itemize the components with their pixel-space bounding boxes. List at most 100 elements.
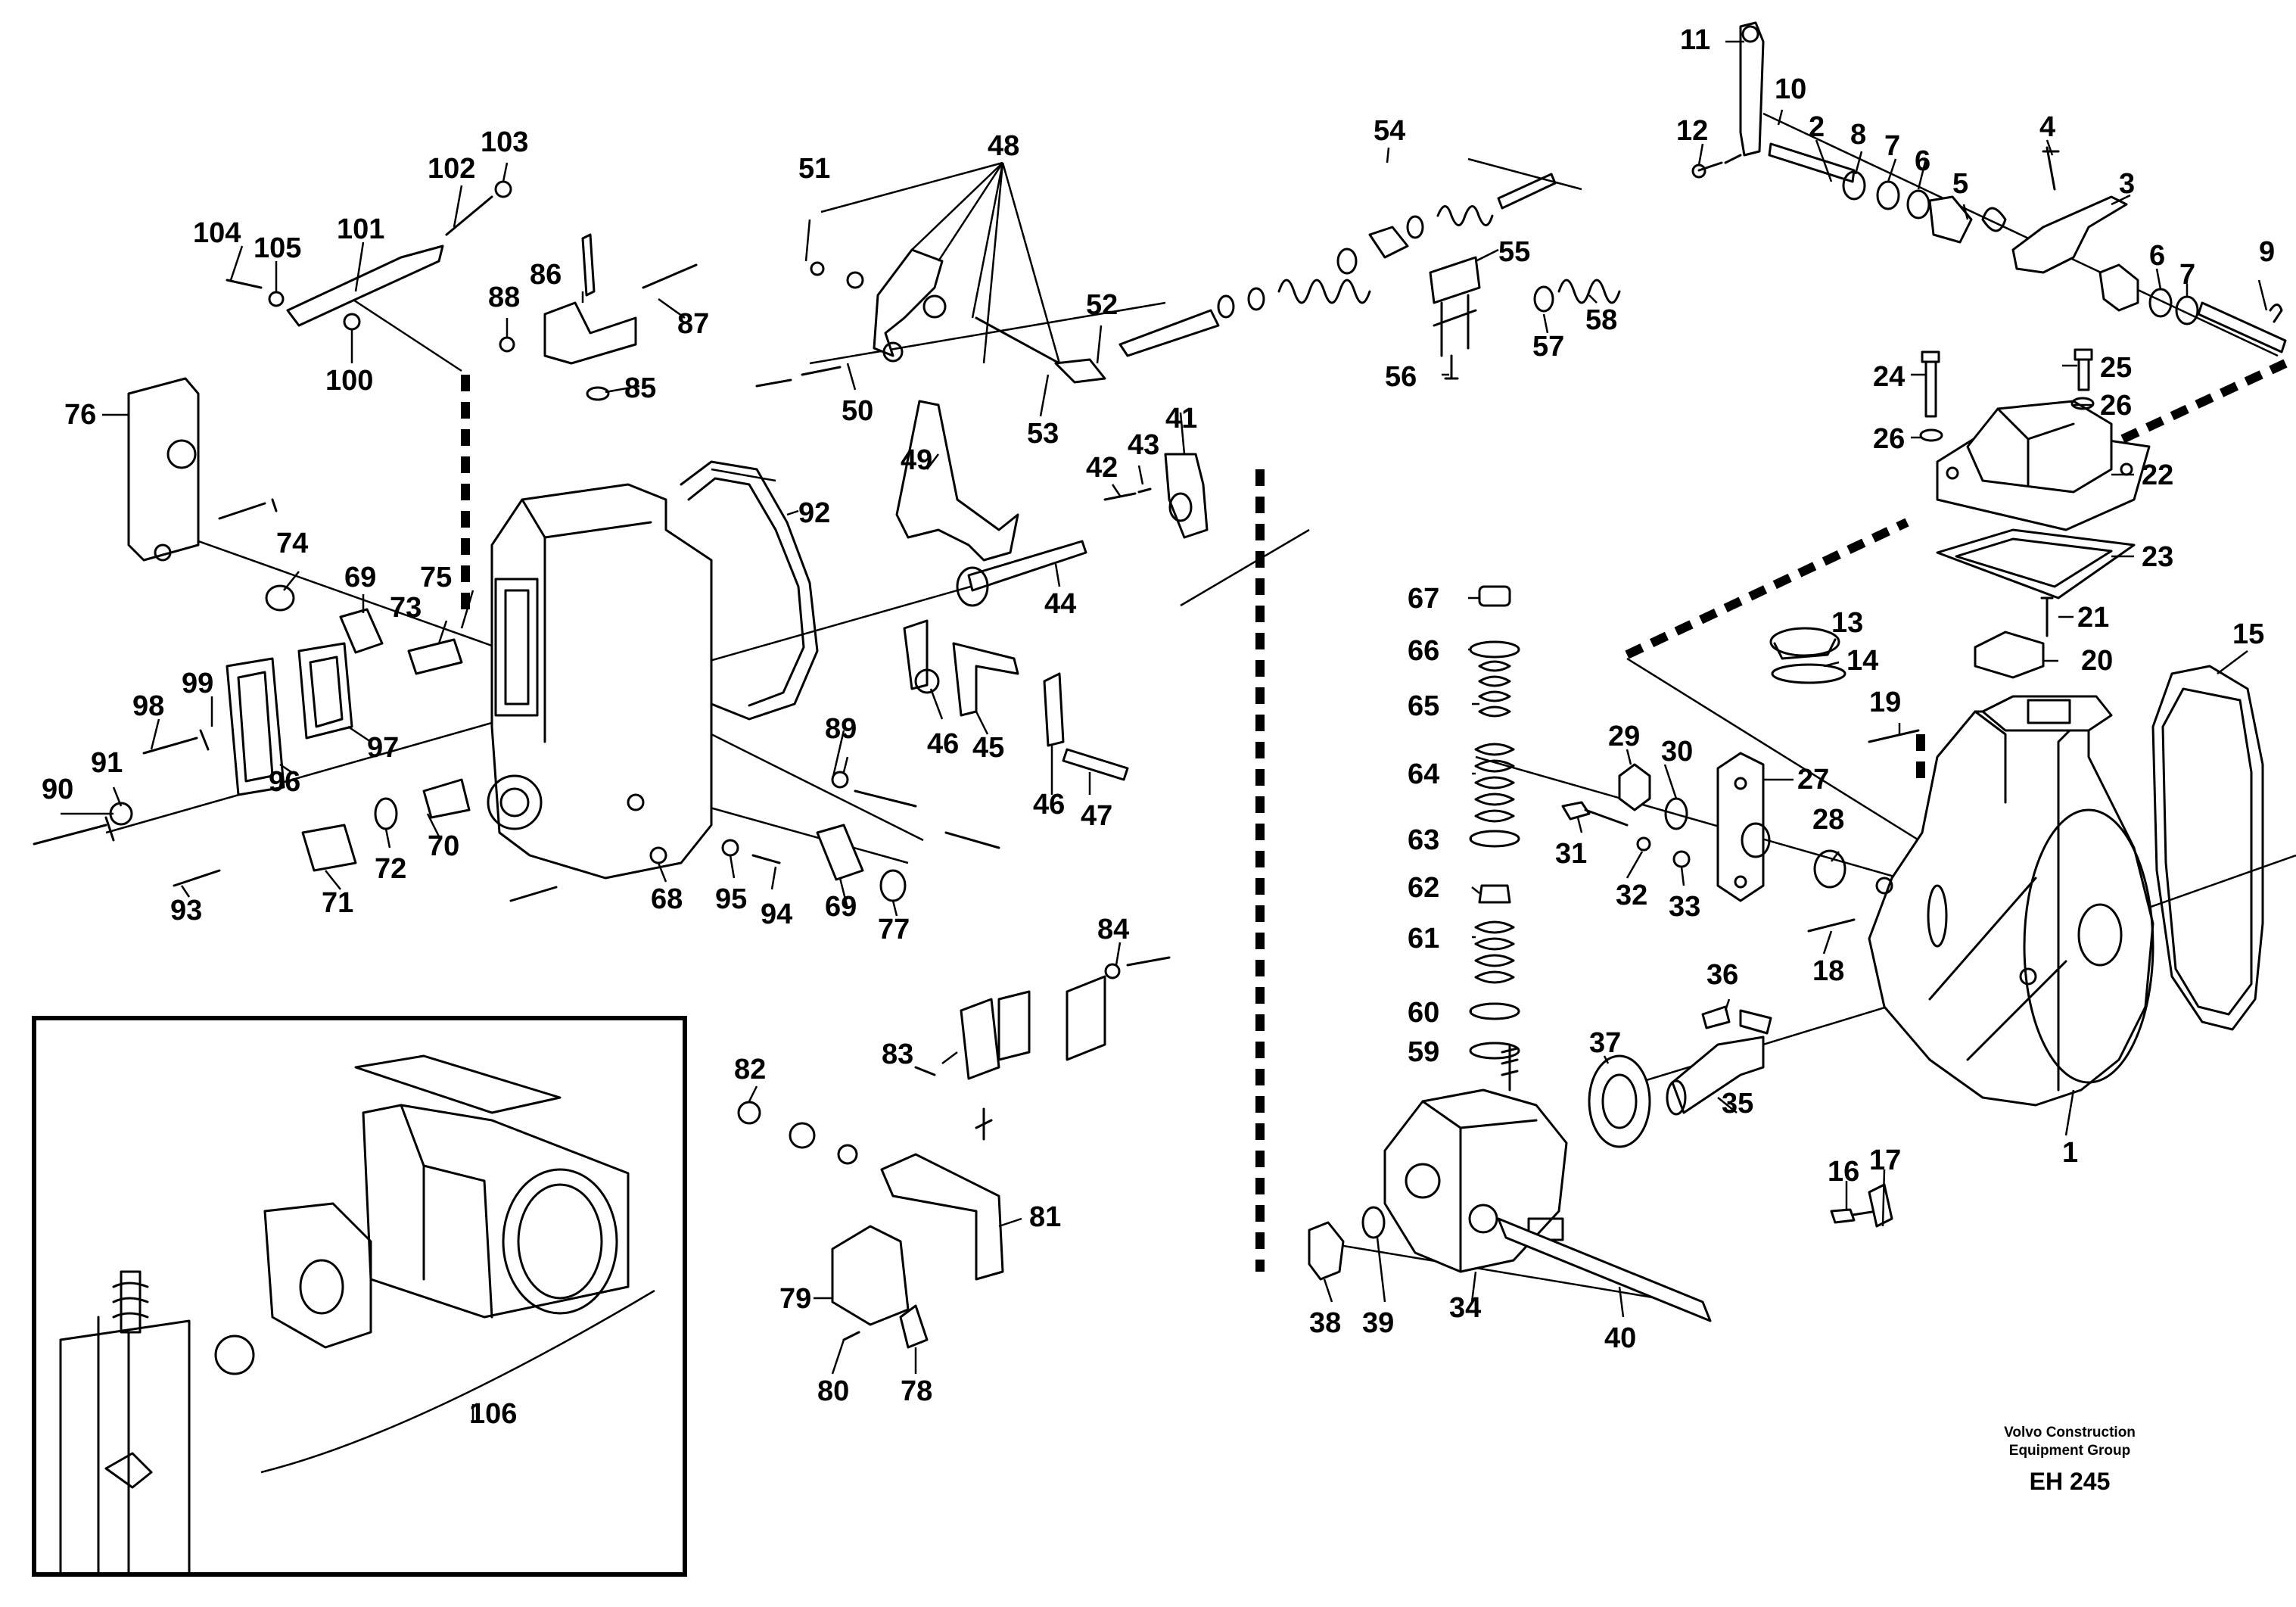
callout-41: 41: [1165, 403, 1197, 434]
bolts-right: [1807, 348, 2095, 933]
callout-23: 23: [2142, 541, 2173, 573]
drawing-code: EH 245: [2030, 1468, 2111, 1495]
spring-stack: [1469, 585, 1520, 1060]
callout-2: 2: [1809, 111, 1825, 143]
middle-small-parts: [721, 771, 1000, 902]
callout-22: 22: [2142, 459, 2173, 491]
callout-75: 75: [420, 562, 452, 593]
callout-67: 67: [1408, 583, 1439, 615]
callout-100: 100: [325, 365, 373, 397]
callout-81: 81: [1029, 1201, 1061, 1233]
callout-13: 13: [1831, 607, 1863, 639]
control-parts-78-84: [737, 956, 1171, 1349]
callout-12: 12: [1676, 115, 1708, 147]
callout-19: 19: [1869, 687, 1901, 718]
callout-86: 86: [530, 259, 562, 291]
callout-46b: 46: [1033, 789, 1065, 821]
plug-38: [1308, 1221, 1345, 1281]
callout-6: 6: [1915, 145, 1930, 177]
company-name-line1: Volvo Construction: [2004, 1425, 2136, 1440]
callout-63: 63: [1408, 824, 1439, 856]
callout-26: 26: [1873, 423, 1905, 455]
plug-13-14: [1769, 627, 1846, 684]
footer-credit: Volvo Construction Equipment Group EH 24…: [2004, 1425, 2136, 1495]
top-right-linkage: [1691, 21, 2287, 353]
callout-25: 25: [2100, 352, 2132, 384]
callout-1: 1: [2062, 1137, 2078, 1169]
callout-105: 105: [254, 232, 301, 264]
callout-10: 10: [1775, 73, 1806, 105]
callout-7: 7: [1884, 130, 1900, 162]
callout-54: 54: [1374, 115, 1405, 147]
inset-detail-box: [32, 1016, 687, 1577]
callout-101: 101: [337, 213, 384, 245]
callout-78: 78: [901, 1375, 932, 1407]
callout-99: 99: [182, 668, 213, 699]
callout-98: 98: [132, 690, 164, 722]
callout-48: 48: [988, 130, 1019, 162]
callout-38: 38: [1309, 1307, 1341, 1339]
callout-68: 68: [651, 883, 683, 915]
callout-62: 62: [1408, 872, 1439, 904]
lever-parts-45-47: [903, 619, 1129, 781]
callout-32: 32: [1616, 880, 1647, 911]
callout-45: 45: [972, 732, 1004, 764]
callout-96: 96: [269, 766, 300, 798]
callout-82: 82: [734, 1054, 766, 1085]
callout-47: 47: [1081, 800, 1112, 832]
callout-66: 66: [1408, 635, 1439, 667]
callout-7b: 7: [2179, 259, 2195, 291]
callout-57: 57: [1532, 331, 1564, 363]
callout-51: 51: [798, 153, 830, 185]
callout-92: 92: [798, 497, 830, 529]
callout-3: 3: [2119, 168, 2135, 200]
callout-18: 18: [1812, 955, 1844, 987]
callout-95: 95: [715, 883, 747, 915]
callout-70: 70: [428, 830, 459, 862]
callout-65: 65: [1408, 690, 1439, 722]
callout-89: 89: [825, 713, 857, 745]
flange-27: [1716, 752, 1765, 902]
callout-85: 85: [624, 372, 656, 404]
callout-69b: 69: [825, 891, 857, 923]
callout-74: 74: [276, 528, 308, 559]
dashed-assembly-lines: [461, 359, 2288, 1272]
pump-housing: [1868, 695, 2154, 1107]
callout-40: 40: [1604, 1322, 1636, 1354]
callout-56: 56: [1385, 361, 1417, 393]
callout-46: 46: [927, 728, 959, 760]
callout-71: 71: [322, 887, 353, 919]
callout-34: 34: [1449, 1292, 1481, 1324]
fitting-29-30: [1618, 763, 1688, 830]
callout-44: 44: [1044, 588, 1076, 620]
callout-77: 77: [878, 914, 910, 945]
callout-73: 73: [390, 592, 422, 624]
callout-35: 35: [1722, 1088, 1753, 1120]
callout-55: 55: [1498, 236, 1530, 268]
callout-30: 30: [1661, 736, 1693, 768]
callout-60: 60: [1408, 997, 1439, 1029]
callout-97: 97: [367, 732, 399, 764]
callout-49: 49: [901, 444, 932, 476]
callout-84: 84: [1097, 914, 1129, 945]
company-name-line2: Equipment Group: [2009, 1443, 2130, 1459]
callout-9: 9: [2259, 236, 2275, 268]
callout-80: 80: [817, 1375, 849, 1407]
callout-43: 43: [1128, 429, 1159, 461]
callout-6b: 6: [2149, 240, 2165, 272]
callout-87: 87: [677, 308, 709, 340]
governor-housing: [487, 460, 819, 880]
shaft-parts: [1588, 1005, 1772, 1148]
callout-37: 37: [1589, 1027, 1621, 1059]
o-ring-28: [1813, 849, 1846, 889]
callout-20: 20: [2081, 645, 2113, 677]
callout-28: 28: [1812, 804, 1844, 836]
callout-29: 29: [1608, 721, 1640, 752]
callout-24: 24: [1873, 361, 1905, 393]
callout-91: 91: [91, 747, 123, 779]
left-parts: [33, 377, 558, 902]
callout-53: 53: [1027, 418, 1059, 450]
callout-61: 61: [1408, 923, 1439, 955]
callout-21: 21: [2077, 602, 2109, 634]
